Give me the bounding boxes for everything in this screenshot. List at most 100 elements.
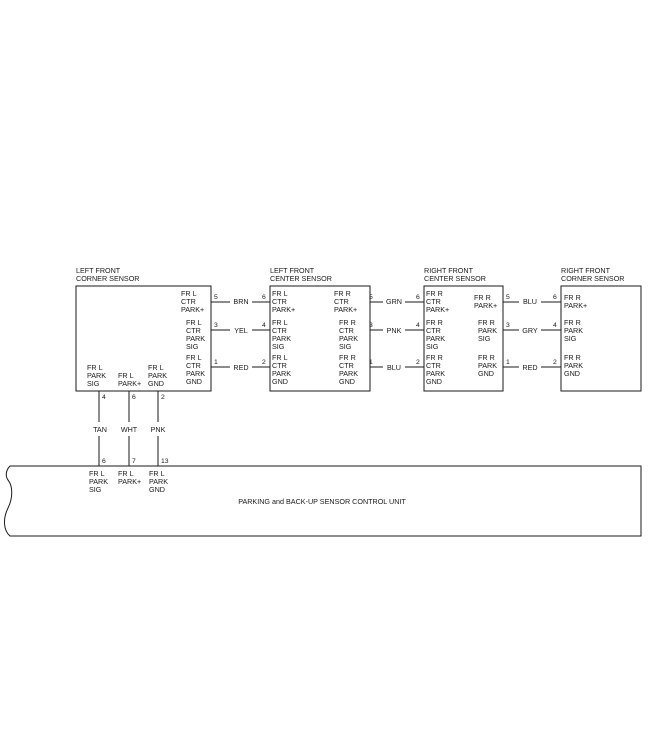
svg-text:PARK: PARK xyxy=(426,334,445,343)
svg-text:GND: GND xyxy=(186,377,202,386)
wire-red: 1 2 RED xyxy=(211,359,270,372)
pin-label-fr-l-ctr-park-gnd: FR L CTR PARK GND xyxy=(272,353,291,386)
wire-group-rfcc-to-rfc: 5 6 BLU 3 4 GRY 1 2 RED xyxy=(503,294,561,372)
pin-label-fr-r-park-plus: FR R PARK+ xyxy=(564,293,587,310)
wire-gry: 3 4 GRY xyxy=(503,322,561,335)
pin-number: 4 xyxy=(416,322,420,329)
pin-number: 4 xyxy=(102,394,106,401)
module-title-line: LEFT FRONT xyxy=(76,266,121,275)
svg-text:FR L: FR L xyxy=(89,469,105,478)
wire-color-label: YEL xyxy=(234,326,248,335)
pin-label-fr-r-ctr-park-plus: FR R CTR PARK+ xyxy=(426,289,449,314)
left-front-center-sensor-box xyxy=(269,285,371,392)
svg-text:CTR: CTR xyxy=(426,297,441,306)
svg-text:PARK+: PARK+ xyxy=(181,305,204,314)
pin-label-fr-r-ctr-park-gnd: FR R CTR PARK GND xyxy=(426,353,445,386)
pin-label-fr-r-park-plus: FR R PARK+ xyxy=(474,293,497,310)
pin-number: 3 xyxy=(506,322,510,329)
control-unit-pin-labels: FR L PARK SIG FR L PARK+ FR L PARK GND xyxy=(89,469,168,494)
svg-text:CTR: CTR xyxy=(272,361,287,370)
svg-text:FR R: FR R xyxy=(564,318,581,327)
svg-text:GND: GND xyxy=(564,369,580,378)
wire-blu: 5 6 BLU xyxy=(503,294,561,306)
svg-text:FR L: FR L xyxy=(181,289,197,298)
right-front-corner-sensor-title: RIGHT FRONT CORNER SENSOR xyxy=(561,266,625,283)
svg-text:FR R: FR R xyxy=(478,318,495,327)
control-unit-box xyxy=(4,465,642,537)
svg-text:FR L: FR L xyxy=(118,371,134,380)
wire-group-lfcc-to-rfcc: 5 6 GRN 3 4 PNK 1 2 BLU xyxy=(369,294,424,372)
svg-text:FR R: FR R xyxy=(339,318,356,327)
pin-label-fr-r-park-gnd: FR R PARK GND xyxy=(564,353,583,378)
lfc-bottom-labels: FR L PARK SIG FR L PARK+ FR L PARK GND xyxy=(87,363,167,388)
svg-text:PARK+: PARK+ xyxy=(118,379,141,388)
wire-color-label: BLU xyxy=(387,363,401,372)
pin-number: 6 xyxy=(416,294,420,301)
pin-label-fr-l-ctr-park-plus: FR L CTR PARK+ xyxy=(181,289,204,314)
wire-color-label: GRY xyxy=(522,326,538,335)
lfcc-right-labels: FR R CTR PARK+ FR R CTR PARK SIG FR R CT… xyxy=(334,289,358,386)
svg-text:PARK: PARK xyxy=(272,369,291,378)
pin-number: 2 xyxy=(262,359,266,366)
pin-label-fr-r-park-sig: FR R PARK SIG xyxy=(478,318,497,343)
wire-group-lfc-to-lfcc: 5 6 BRN 3 4 YEL 1 2 RED xyxy=(211,294,270,372)
svg-text:GND: GND xyxy=(478,369,494,378)
module-title-line: CORNER SENSOR xyxy=(76,274,140,283)
left-front-center-sensor-title: LEFT FRONT CENTER SENSOR xyxy=(270,266,332,283)
pin-label-fr-l-park-sig: FR L PARK SIG xyxy=(89,469,108,494)
wire-color-label: BRN xyxy=(233,297,248,306)
svg-text:CTR: CTR xyxy=(339,361,354,370)
wire-pnk: 2 13 PNK xyxy=(151,391,169,466)
module-title-line: LEFT FRONT xyxy=(270,266,315,275)
wire-color-label: PNK xyxy=(151,425,166,434)
wire-grn: 5 6 GRN xyxy=(369,294,424,306)
lfcc-left-labels: FR L CTR PARK+ FR L CTR PARK SIG FR L CT… xyxy=(272,289,295,386)
svg-text:CTR: CTR xyxy=(181,297,196,306)
pin-label-fr-r-ctr-park-gnd: FR R CTR PARK GND xyxy=(339,353,358,386)
pin-number: 1 xyxy=(506,359,510,366)
svg-text:FR R: FR R xyxy=(334,289,351,298)
wire-blu: 1 2 BLU xyxy=(369,359,424,372)
svg-text:PARK: PARK xyxy=(426,369,445,378)
rfcc-left-labels: FR R CTR PARK+ FR R CTR PARK SIG FR R CT… xyxy=(426,289,449,386)
rfc-left-labels: FR R PARK+ FR R PARK SIG FR R PARK GND xyxy=(564,293,587,378)
svg-text:CTR: CTR xyxy=(426,326,441,335)
right-front-corner-sensor-box xyxy=(560,285,642,392)
pin-label-fr-r-park-sig: FR R PARK SIG xyxy=(564,318,583,343)
pin-label-fr-l-ctr-park-gnd: FR L CTR PARK GND xyxy=(186,353,205,386)
svg-text:FR R: FR R xyxy=(564,353,581,362)
svg-text:FR L: FR L xyxy=(272,318,288,327)
pin-number: 4 xyxy=(262,322,266,329)
pin-number: 5 xyxy=(214,294,218,301)
pin-number: 2 xyxy=(161,394,165,401)
wire-wht: 6 7 WHT xyxy=(121,391,138,466)
svg-text:PARK: PARK xyxy=(564,361,583,370)
svg-text:FR R: FR R xyxy=(339,353,356,362)
svg-text:CTR: CTR xyxy=(426,361,441,370)
svg-text:FR R: FR R xyxy=(426,318,443,327)
svg-text:SIG: SIG xyxy=(89,485,102,494)
wire-brn: 5 6 BRN xyxy=(211,294,270,306)
pin-number: 5 xyxy=(506,294,510,301)
svg-text:SIG: SIG xyxy=(339,342,352,351)
svg-text:PARK: PARK xyxy=(564,326,583,335)
svg-text:FR L: FR L xyxy=(149,469,165,478)
right-front-center-sensor-box xyxy=(423,285,504,392)
wire-yel: 3 4 YEL xyxy=(211,322,270,335)
svg-text:FR R: FR R xyxy=(564,293,581,302)
module-title-line: CENTER SENSOR xyxy=(424,274,486,283)
pin-label-fr-l-park-plus: FR L PARK+ xyxy=(118,371,141,388)
svg-text:CTR: CTR xyxy=(334,297,349,306)
svg-text:CTR: CTR xyxy=(186,361,201,370)
svg-text:PARK+: PARK+ xyxy=(118,477,141,486)
svg-text:PARK: PARK xyxy=(478,326,497,335)
wire-color-label: RED xyxy=(522,363,537,372)
svg-text:SIG: SIG xyxy=(186,342,199,351)
pin-label-fr-l-park-plus: FR L PARK+ xyxy=(118,469,141,486)
pin-label-fr-r-ctr-park-sig: FR R CTR PARK SIG xyxy=(426,318,445,351)
svg-text:PARK+: PARK+ xyxy=(272,305,295,314)
pin-number: 5 xyxy=(369,294,373,301)
wire-color-label: WHT xyxy=(121,425,138,434)
svg-text:PARK: PARK xyxy=(87,371,106,380)
module-title-line: CENTER SENSOR xyxy=(270,274,332,283)
